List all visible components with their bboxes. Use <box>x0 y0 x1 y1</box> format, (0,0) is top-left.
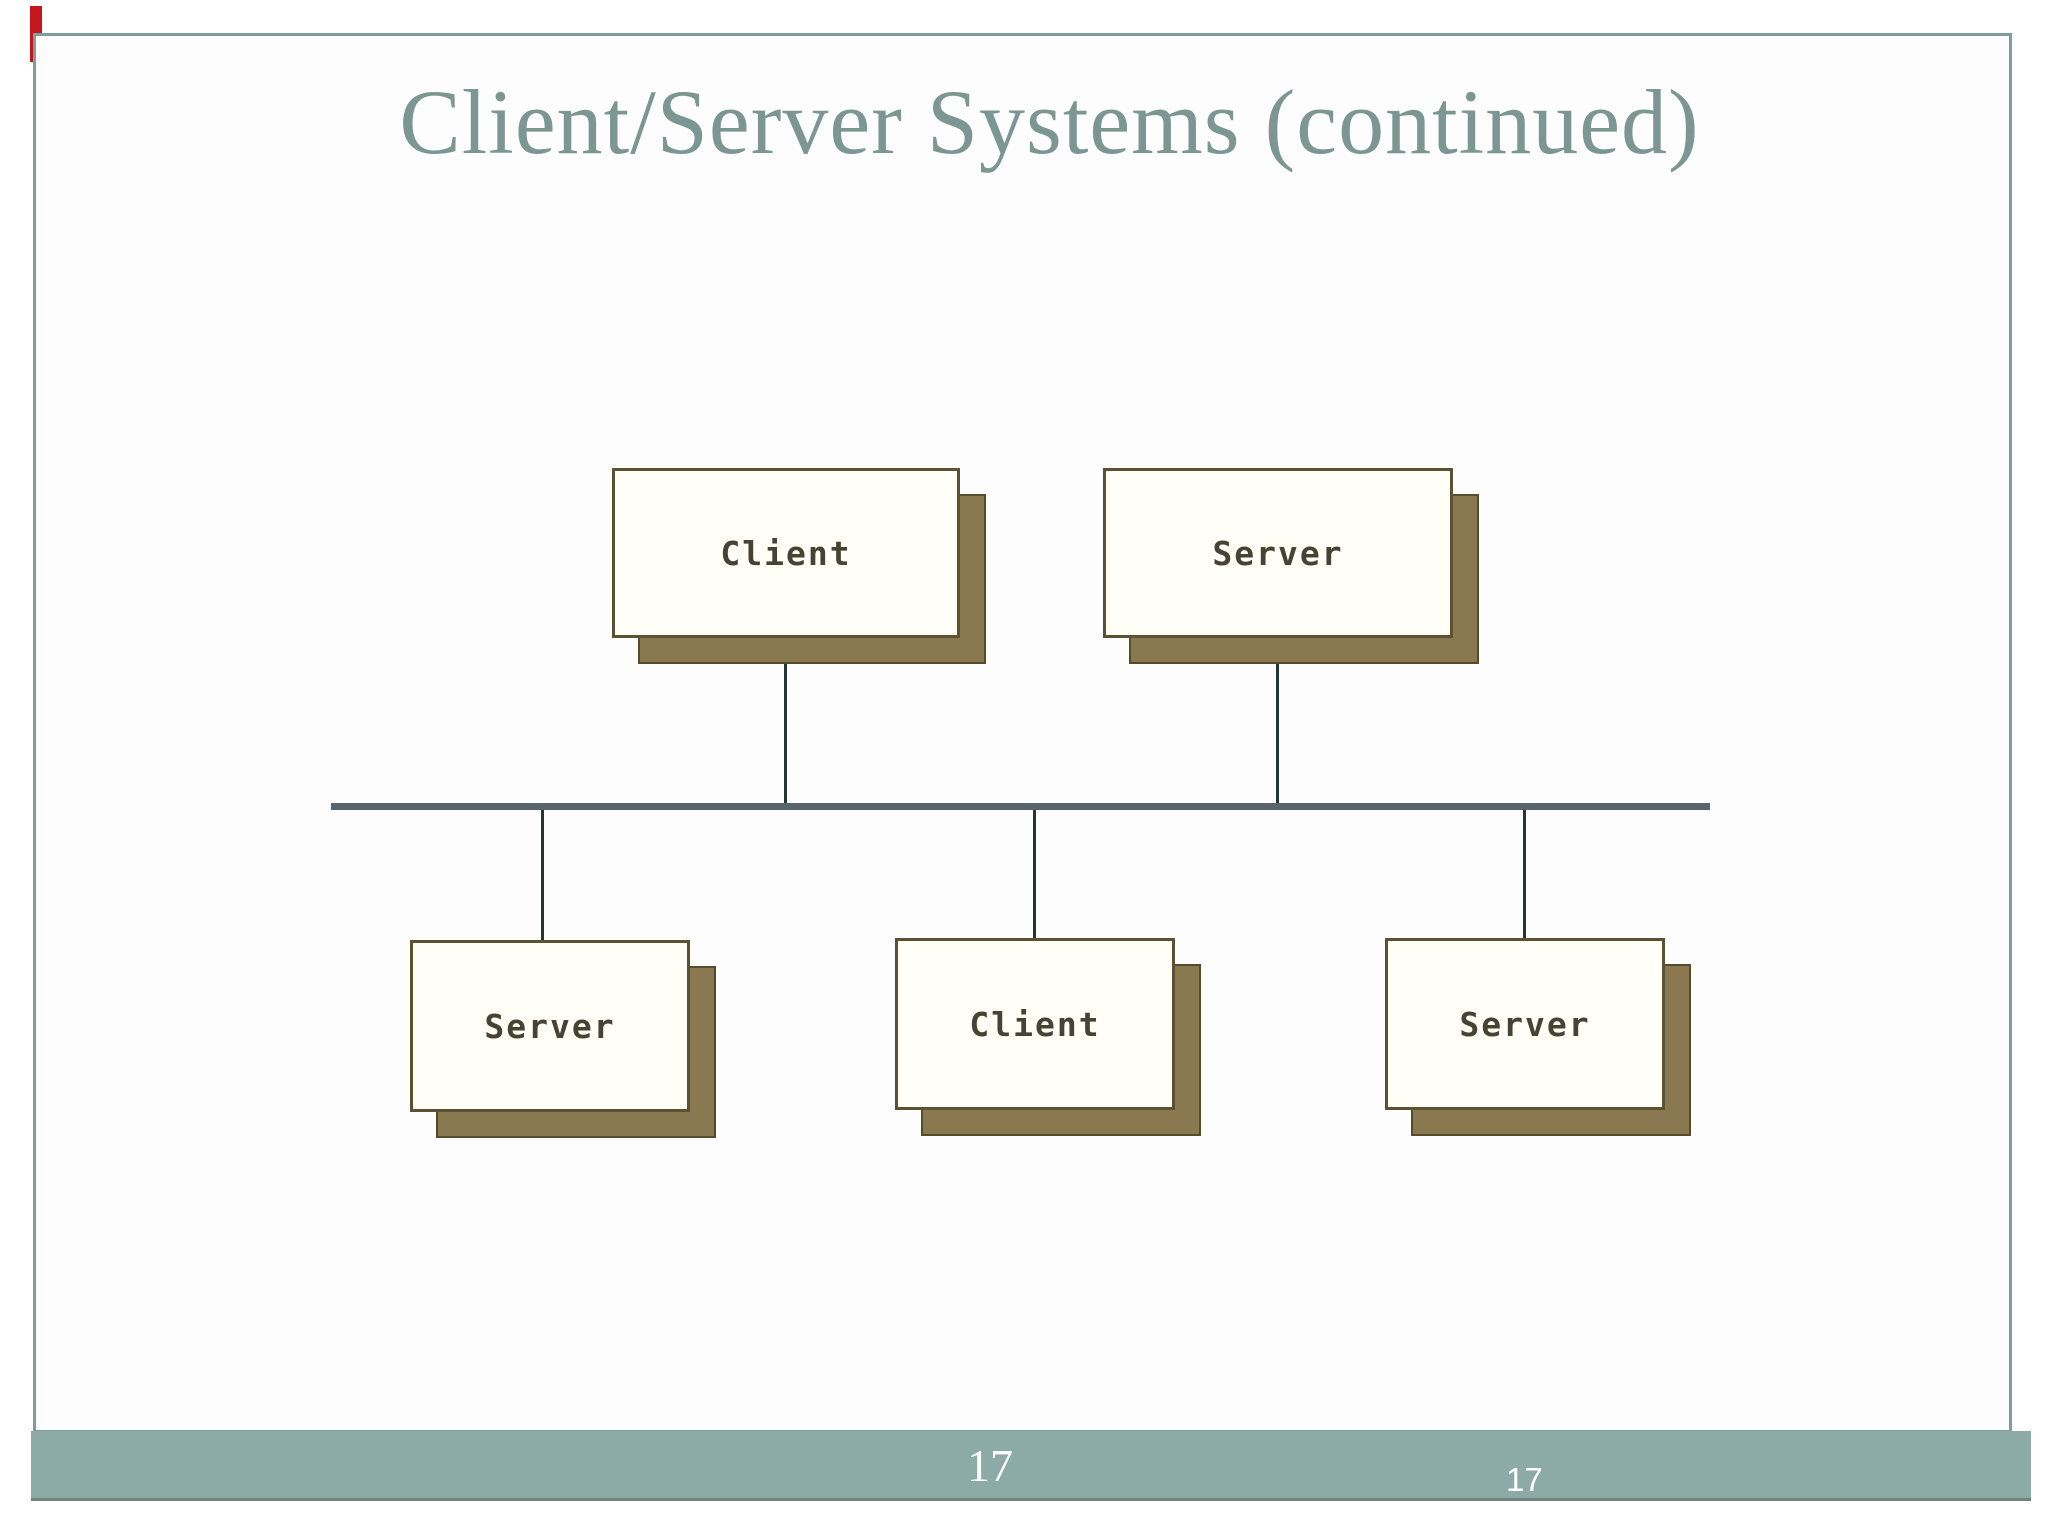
diagram-node-top-client: Client <box>612 468 986 664</box>
diagram-node-bottom-server-2: Server <box>1385 938 1691 1136</box>
slide-title: Client/Server Systems (continued) <box>399 71 1700 173</box>
diagram-node-bottom-client: Client <box>895 938 1201 1136</box>
node-label: Server <box>484 1006 616 1046</box>
connector-bottom-server-1 <box>541 810 544 940</box>
footer-bar <box>31 1431 2031 1501</box>
connector-top-server <box>1276 664 1279 803</box>
connector-bottom-server-2 <box>1523 810 1526 938</box>
node-label: Server <box>1212 533 1344 573</box>
page-number-main: 17 <box>967 1440 1013 1491</box>
node-face: Server <box>1103 468 1453 638</box>
slide-border <box>33 33 2012 1433</box>
node-face: Client <box>895 938 1175 1110</box>
node-face: Server <box>410 940 690 1112</box>
node-face: Client <box>612 468 960 638</box>
network-bus-line <box>331 803 1710 810</box>
connector-bottom-client <box>1033 810 1036 938</box>
diagram-node-bottom-server-1: Server <box>410 940 716 1138</box>
page-number-secondary: 17 <box>1506 1461 1543 1498</box>
connector-top-client <box>784 664 787 803</box>
node-label: Server <box>1459 1004 1591 1044</box>
diagram-node-top-server: Server <box>1103 468 1479 664</box>
node-face: Server <box>1385 938 1665 1110</box>
node-label: Client <box>969 1004 1101 1044</box>
node-label: Client <box>720 533 852 573</box>
